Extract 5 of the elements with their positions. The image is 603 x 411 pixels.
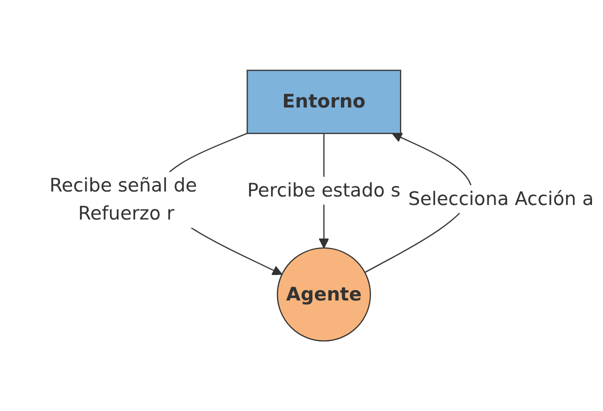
edge-label: Recibe señal de Refuerzo r	[49, 174, 197, 224]
edge-label: Percibe estado s	[247, 178, 401, 202]
node-box: Entorno	[246, 70, 402, 134]
edge-label: Selecciona Acción a	[408, 187, 594, 210]
node-circle: Agente	[276, 247, 371, 342]
